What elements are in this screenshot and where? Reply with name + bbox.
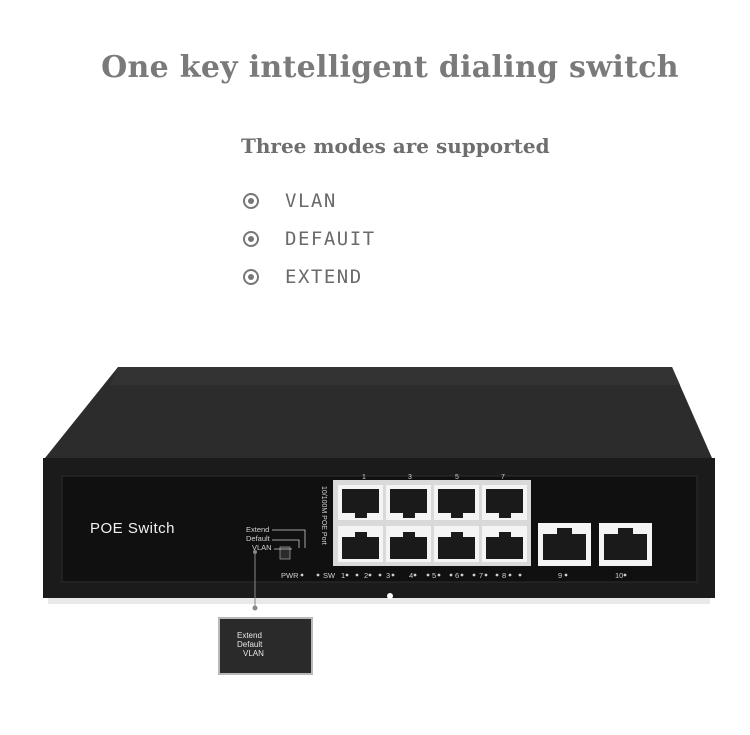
switch-top-surface: [45, 367, 712, 458]
inset-label-default: Default: [237, 640, 263, 649]
rj45-port-3: [386, 485, 431, 520]
radio-bullet-icon: [243, 193, 259, 209]
port-number: 3: [408, 474, 412, 481]
screw-hole: [387, 593, 393, 599]
mode-item-extend: EXTEND: [243, 258, 376, 296]
mode-label: EXTEND: [285, 266, 363, 288]
rj45-port-10: [599, 523, 652, 566]
mode-item-default: DEFAUIT: [243, 220, 376, 258]
rj45-port-9: [538, 523, 591, 566]
indicator-label: 8: [502, 571, 507, 580]
rj45-port-6: [434, 526, 479, 562]
port-number: 7: [501, 474, 505, 481]
page-title: One key intelligent dialing switch: [101, 50, 679, 85]
indicator-label: 1: [341, 571, 346, 580]
inset-label-vlan: VLAN: [243, 649, 264, 658]
dip-line: [272, 529, 306, 548]
indicator-dots: [300, 573, 627, 577]
rj45-port-5: [434, 485, 479, 520]
switch-top-highlight: [110, 367, 680, 385]
mode-item-vlan: VLAN: [243, 182, 376, 220]
rj45-ports: [338, 485, 527, 562]
dip-switch-inset: [218, 617, 313, 675]
rj45-port-2: [338, 526, 383, 562]
radio-bullet-icon: [243, 269, 259, 285]
rj45-port-7: [482, 485, 527, 520]
indicator-label-pwr: PWR: [281, 571, 299, 580]
dip-line: [272, 539, 300, 548]
mode-label: DEFAUIT: [285, 228, 376, 250]
dip-label-default: Default: [246, 534, 270, 543]
indicator-label: 3: [386, 571, 391, 580]
indicator-label: 6: [455, 571, 460, 580]
indicator-label: 7: [479, 571, 484, 580]
indicator-label: 10: [615, 571, 624, 580]
indicator-label: 4: [409, 571, 414, 580]
device-brand: POE Switch: [90, 520, 176, 537]
indicator-label: 9: [558, 571, 563, 580]
indicator-label: 2: [364, 571, 369, 580]
indicator-label: 5: [432, 571, 437, 580]
inset-label-extend: Extend: [237, 631, 262, 640]
dip-switch: [279, 546, 291, 560]
rj45-port-4: [386, 526, 431, 562]
port-number: 1: [362, 474, 366, 481]
indicator-label-sw: SW: [323, 571, 336, 580]
mode-list: VLAN DEFAUIT EXTEND: [243, 182, 376, 296]
page-subtitle: Three modes are supported: [241, 134, 550, 158]
port-type-label: 10/100M POE Port: [320, 486, 327, 545]
mode-label: VLAN: [285, 190, 337, 212]
dip-label-vlan: VLAN: [252, 543, 272, 552]
radio-bullet-icon: [243, 231, 259, 247]
rj45-port-1: [338, 485, 383, 520]
dip-label-extend: Extend: [246, 525, 270, 534]
switch-shadow: [48, 598, 710, 604]
rj45-port-8: [482, 526, 527, 562]
port-number: 5: [455, 474, 459, 481]
